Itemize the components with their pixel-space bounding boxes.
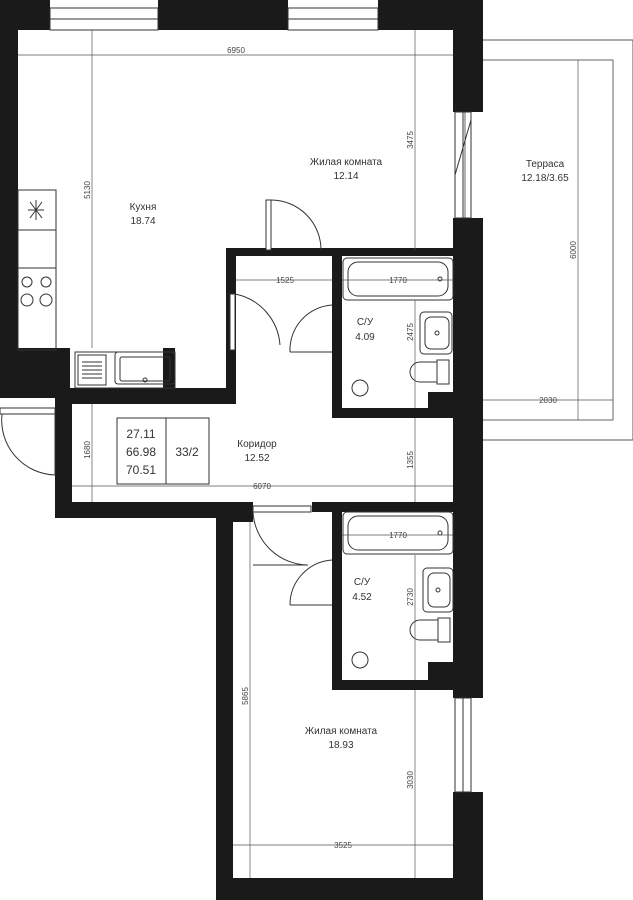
bath2-name: С/У	[354, 577, 371, 588]
room-labels: Жилая комната 12.14 Кухня 18.74 Терраса …	[130, 157, 569, 751]
dim-corridor-width: 6070	[253, 482, 271, 491]
dim-terrace-width: 2030	[539, 396, 557, 405]
dim-bath1-width: 1770	[389, 276, 407, 285]
dim-living2-height: 5865	[241, 687, 250, 705]
summary-floor: 33/2	[175, 445, 199, 459]
dim-living2-window: 3030	[406, 771, 415, 789]
living2-area: 18.93	[328, 740, 353, 751]
dim-hall-width: 1525	[276, 276, 294, 285]
bath2-area: 4.52	[352, 592, 372, 603]
terrace-name: Терраса	[526, 159, 565, 170]
dim-living2-width: 3525	[334, 841, 352, 850]
dim-bath2-width: 1770	[389, 531, 407, 540]
terrace-door	[454, 119, 472, 176]
dim-bath2-height: 2730	[406, 588, 415, 606]
corridor-area: 12.52	[244, 453, 269, 464]
dim-terrace-height: 6000	[569, 241, 578, 259]
area-summary-box: 27.11 66.98 70.51 33/2	[116, 417, 210, 485]
dim-top-width: 6950	[227, 46, 245, 55]
dim-kitchen-height: 5130	[83, 181, 92, 199]
doors	[0, 199, 333, 606]
kitchen-area: 18.74	[130, 216, 155, 227]
living1-name: Жилая комната	[310, 157, 383, 168]
fan-icon	[28, 200, 44, 220]
dim-corridor-span: 1355	[406, 451, 415, 469]
summary-total-area: 66.98	[126, 445, 156, 459]
corridor-name: Коридор	[237, 439, 277, 450]
bath1-area: 4.09	[355, 332, 375, 343]
dimension-lines	[18, 30, 613, 878]
dim-corridor-height: 1680	[83, 441, 92, 459]
living1-area: 12.14	[333, 171, 358, 182]
living2-name: Жилая комната	[305, 726, 378, 737]
dimension-labels: 6950 3475 5130 6000 2030 1525 1770 2475 …	[83, 46, 578, 850]
dim-bath1-height: 2475	[406, 323, 415, 341]
bath1-fixtures	[342, 257, 454, 397]
kitchen-name: Кухня	[130, 202, 157, 213]
dim-living1-height: 3475	[406, 131, 415, 149]
summary-living-area: 27.11	[126, 427, 155, 441]
kitchen-fixtures	[17, 189, 176, 389]
bath2-fixtures	[342, 511, 454, 669]
summary-total-with-terrace: 70.51	[126, 463, 156, 477]
bath1-name: С/У	[357, 317, 374, 328]
terrace-area: 12.18/3.65	[521, 173, 569, 184]
walls	[0, 0, 483, 900]
